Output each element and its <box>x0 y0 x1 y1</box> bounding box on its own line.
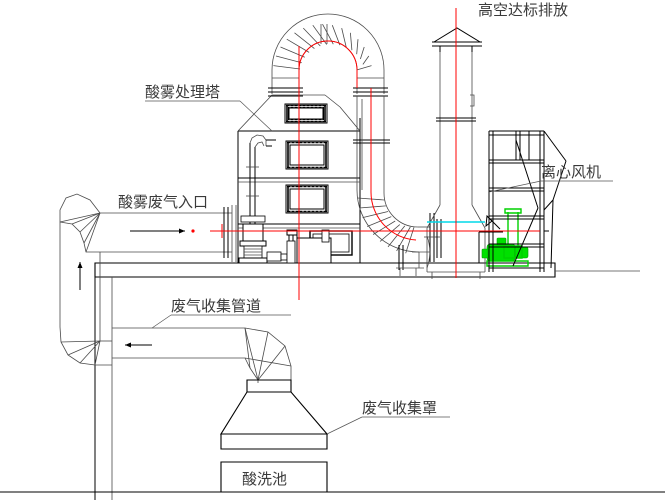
left-vertical-duct <box>59 193 237 366</box>
label-duct: 废气收集管道 <box>151 298 291 329</box>
support-steel-frame <box>488 130 567 272</box>
label-hood: 废气收集罩 <box>326 400 450 435</box>
scrubber-tower <box>218 94 361 264</box>
tower-to-fan-duct <box>353 96 442 276</box>
ground-platform <box>0 262 665 500</box>
tower-label: 酸雾处理塔 <box>145 84 220 101</box>
tank-label: 酸洗池 <box>242 471 287 488</box>
hood-label: 废气收集罩 <box>362 400 437 417</box>
tower-access-panel-1 <box>284 103 328 124</box>
inlet-label: 酸雾废气入口 <box>118 194 208 211</box>
centrifugal-fan <box>478 208 529 267</box>
exhaust-stack <box>426 27 486 279</box>
duct-label: 废气收集管道 <box>171 298 261 315</box>
centerlines <box>210 8 540 300</box>
tower-top-u-duct <box>268 13 388 97</box>
stack-outlet-label: 高空达标排放 <box>478 2 568 19</box>
label-fan: 离心风机 <box>488 164 613 193</box>
label-inlet: 酸雾废气入口 <box>118 194 208 211</box>
waste-gas-collection-duct <box>112 327 292 393</box>
fan-label: 离心风机 <box>541 164 601 181</box>
tower-access-panel-3 <box>285 184 329 214</box>
label-tower: 酸雾处理塔 <box>145 84 273 132</box>
tower-access-panel-2 <box>285 140 329 170</box>
waste-gas-hood <box>220 391 329 450</box>
circulation-pump <box>238 215 288 264</box>
label-stack-outlet: 高空达标排放 <box>478 2 568 19</box>
dosing-tank <box>286 229 332 264</box>
acid-pickling-tank: 酸洗池 <box>220 461 328 493</box>
